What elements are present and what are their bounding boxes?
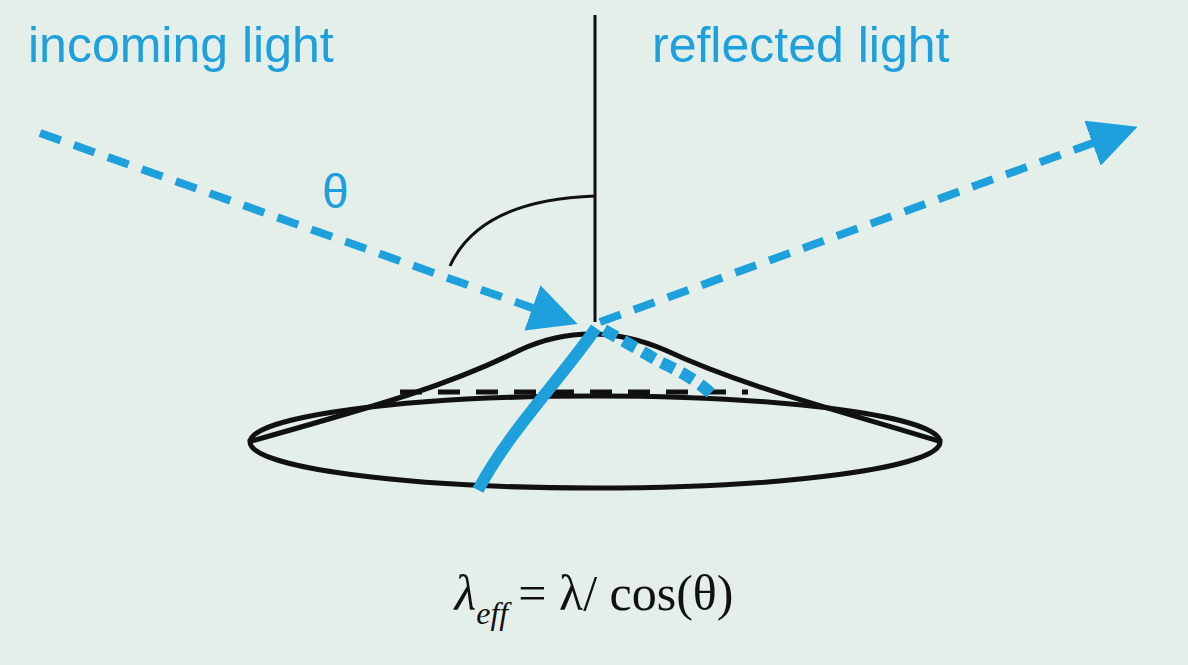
- reflected-ray: [600, 135, 1115, 322]
- formula-subscript: eff: [476, 595, 508, 631]
- incoming-ray: [40, 133, 555, 316]
- formula: λeff = λ/ cos(θ): [0, 568, 1188, 629]
- angle-arc: [450, 196, 595, 266]
- ray-label: reflected light: [652, 20, 949, 70]
- formula-symbol: λ: [455, 565, 477, 621]
- formula-expression: = λ/ cos(θ): [518, 565, 733, 621]
- surface-wave-dotted: [604, 330, 715, 398]
- surface-wave: [478, 328, 596, 490]
- angle-label: θ: [322, 168, 349, 216]
- ray-label: incoming light: [28, 20, 334, 70]
- normal-line: [594, 15, 597, 322]
- membrane-bump: [248, 334, 942, 442]
